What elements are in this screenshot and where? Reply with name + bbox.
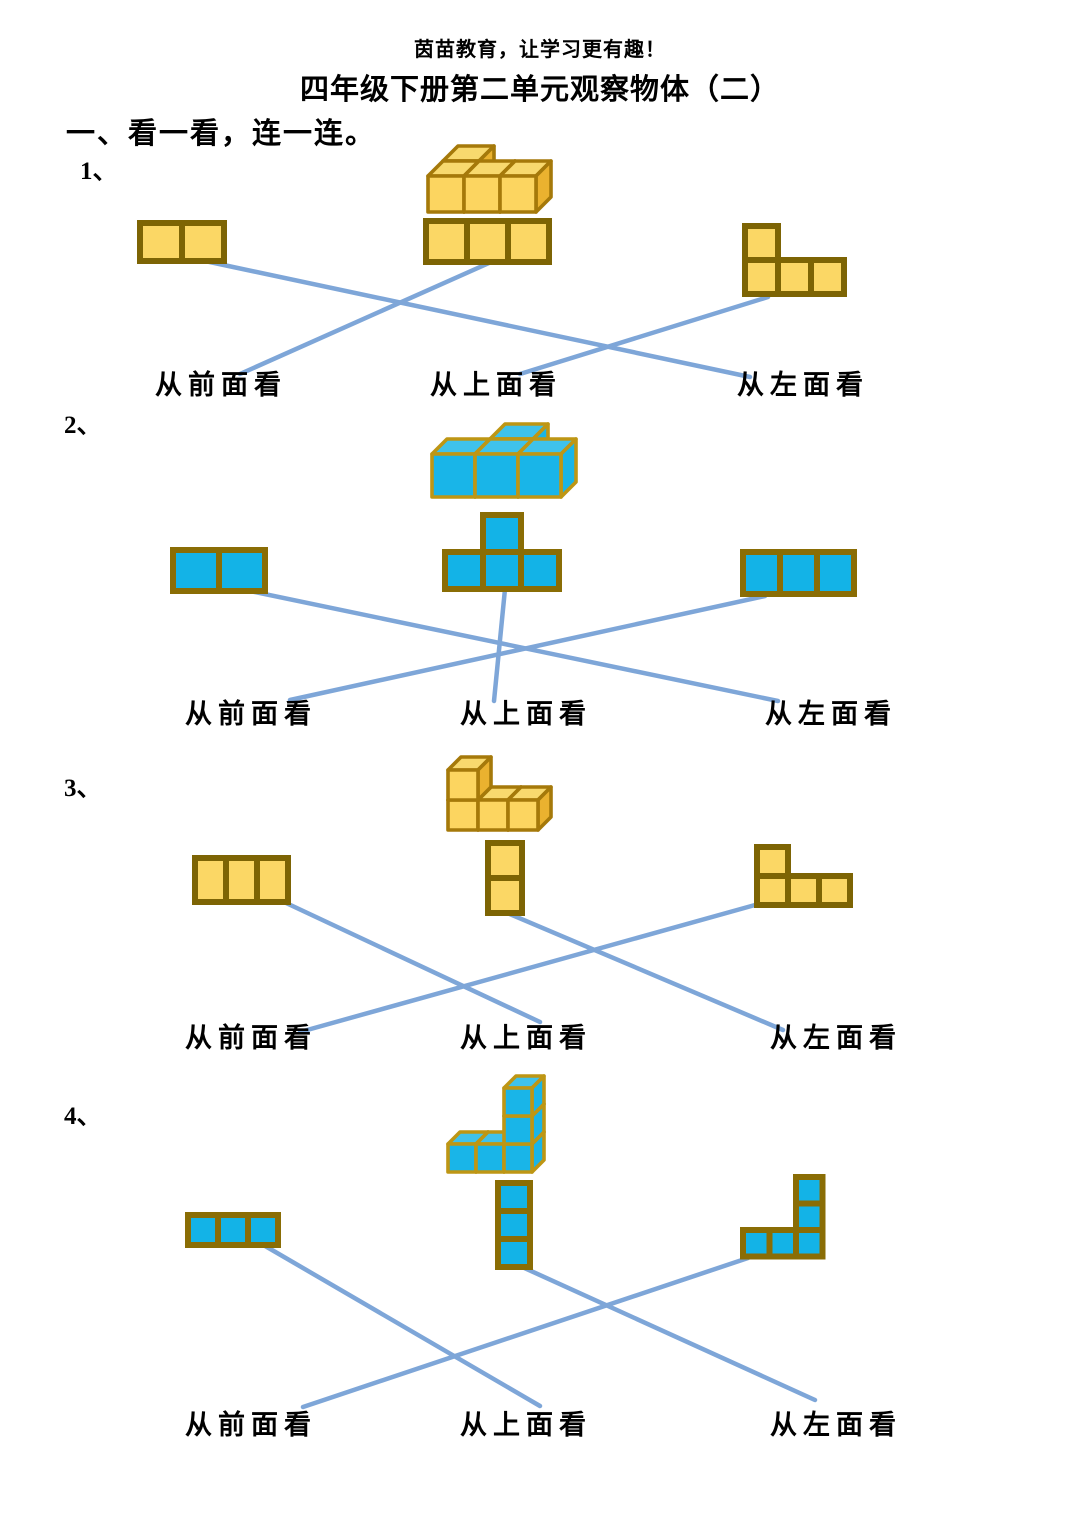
p2-label-top: 从上面看 (460, 699, 592, 729)
problem-1-number: 1、 (80, 158, 118, 185)
p4-label-front: 从前面看 (185, 1410, 317, 1440)
p3-label-top: 从上面看 (460, 1023, 592, 1053)
match-line (202, 258, 753, 380)
match-line (517, 294, 771, 377)
problem-4-number: 4、 (64, 1103, 102, 1130)
match-line (247, 588, 781, 704)
cube-solid (446, 755, 553, 832)
cube-solid (446, 1074, 546, 1174)
page-title: 四年级下册第二单元观察物体（二） (299, 74, 780, 106)
p1-label-front: 从前面看 (155, 370, 287, 400)
view-shape (442, 512, 562, 592)
cube-solid (426, 144, 553, 214)
p3-label-left: 从左面看 (770, 1023, 902, 1053)
view-shape (754, 844, 853, 908)
match-line (287, 593, 768, 703)
match-line (502, 909, 786, 1033)
match-line (297, 902, 758, 1035)
match-line (491, 586, 508, 704)
p4-label-top: 从上面看 (460, 1410, 592, 1440)
view-shape (495, 1180, 533, 1270)
p2-label-front: 从前面看 (185, 699, 317, 729)
problem-4-figure (185, 1074, 826, 1410)
cube-solid (430, 422, 578, 499)
view-shape (740, 1174, 826, 1260)
p2-label-left: 从左面看 (765, 699, 897, 729)
view-shape (740, 549, 857, 597)
problem-3-number: 3、 (64, 775, 102, 802)
p1-label-top: 从上面看 (430, 370, 562, 400)
view-shape (170, 547, 268, 594)
match-line (517, 1263, 818, 1403)
section-heading: 一、看一看，连一连。 (66, 118, 377, 150)
match-line (281, 899, 543, 1025)
view-shape (423, 218, 552, 265)
problem-2-figure (170, 422, 857, 704)
p3-label-front: 从前面看 (185, 1023, 317, 1053)
brand-header: 茵苗教育，让学习更有趣！ (414, 39, 666, 61)
view-shape (742, 223, 847, 297)
view-shape (185, 1212, 281, 1248)
match-line (257, 1240, 543, 1409)
view-shape (137, 220, 227, 264)
match-line (300, 1255, 751, 1410)
view-shape (485, 840, 525, 916)
p4-label-left: 从左面看 (770, 1410, 902, 1440)
problem-1-figure (137, 144, 847, 380)
match-line (237, 260, 492, 377)
p1-label-left: 从左面看 (737, 370, 869, 400)
view-shape (192, 855, 291, 905)
problem-3-figure (192, 755, 853, 1035)
problem-2-number: 2、 (64, 412, 102, 439)
